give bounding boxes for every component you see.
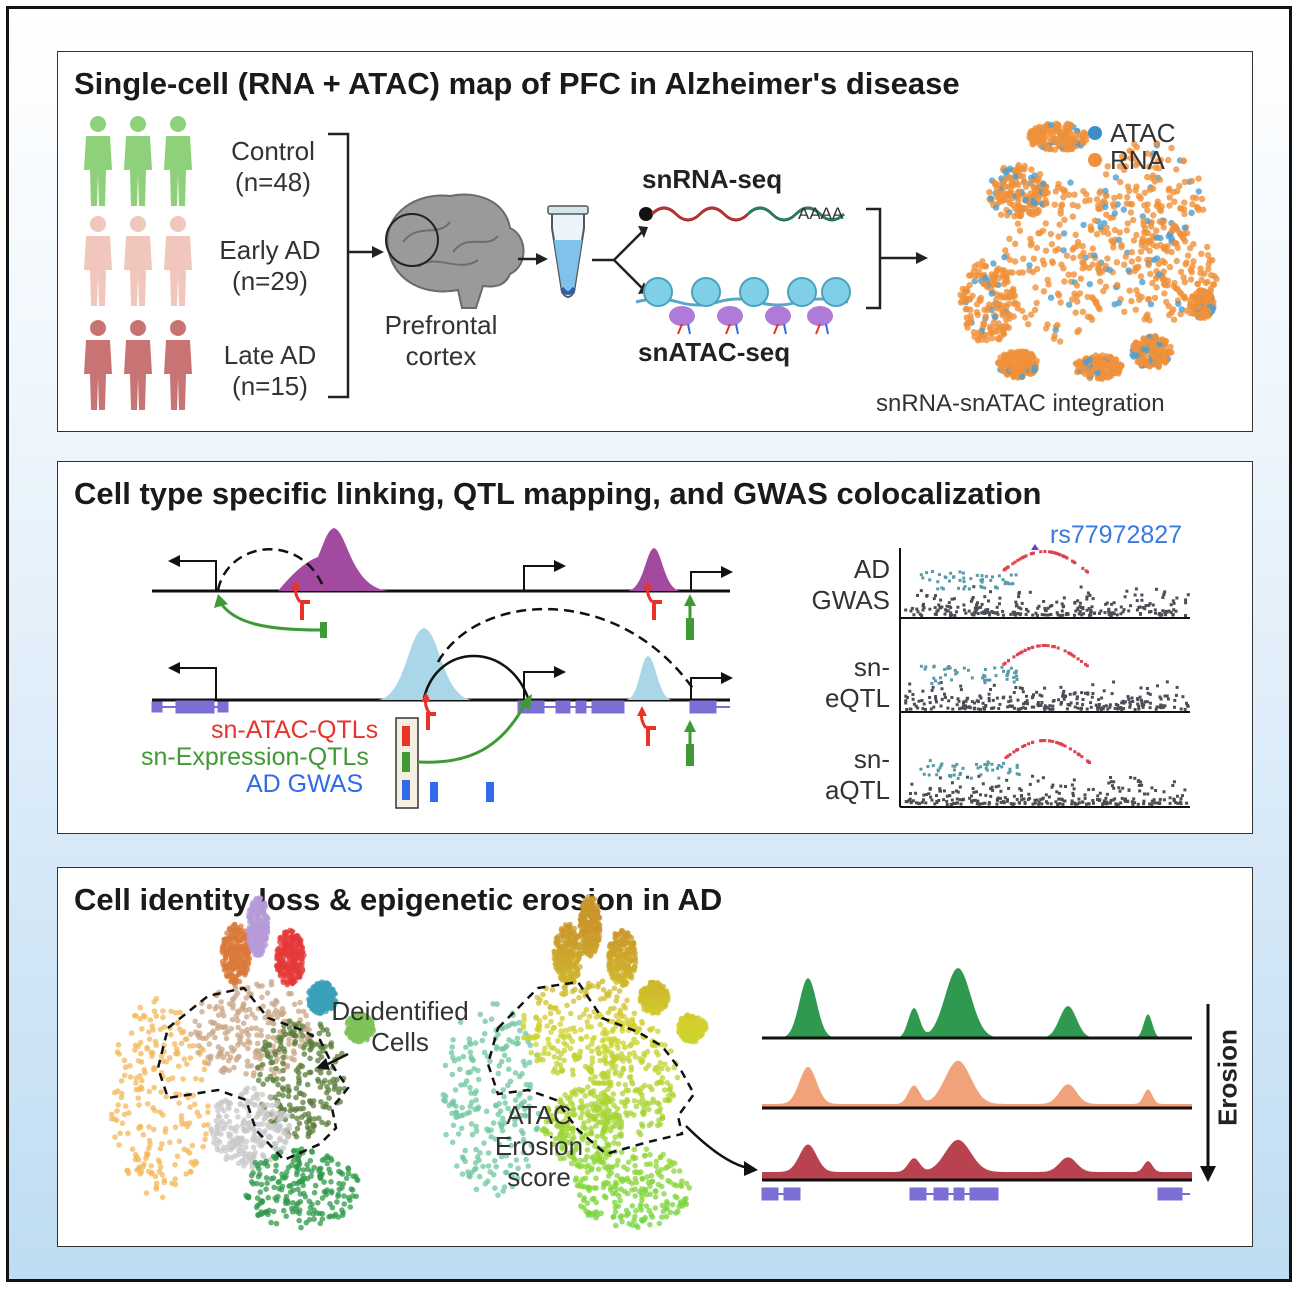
accessible-region: [807, 306, 833, 326]
snatac-seq-label: snATAC-seq: [638, 337, 791, 367]
person-icon: [164, 116, 192, 206]
erosion-axis-label: Erosion: [1212, 1029, 1243, 1126]
person-icon: [164, 320, 192, 410]
assay-bracket: [866, 207, 882, 310]
deidentified-pointer: [327, 1052, 349, 1066]
polya-tail: AAAA: [798, 204, 844, 223]
person-icon: [124, 216, 152, 306]
legend-atac-qtl: sn-ATAC-QTLs: [211, 716, 379, 744]
cohort-bracket: [328, 132, 350, 399]
panel-rna-atac-map: Single-cell (RNA + ATAC) map of PFC in A…: [57, 51, 1253, 432]
arrowhead: [372, 246, 384, 258]
mrna-molecule: [639, 206, 846, 222]
nucleosome: [787, 277, 817, 307]
gene-models: [761, 1187, 1190, 1201]
person-icon: [84, 216, 112, 306]
lead-snp-marker: [1031, 544, 1039, 550]
nucleosome: [821, 277, 851, 307]
person-icon: [124, 116, 152, 206]
late-ad-label: Late AD(n=15): [223, 340, 317, 401]
atac-track: [762, 968, 1192, 1038]
control-people-icons: [84, 116, 192, 206]
association-tracks: [899, 544, 1190, 808]
gene-models: [151, 700, 730, 714]
chromatin-nucleosomes: [635, 277, 851, 335]
ad-gwas-manhattan: [904, 550, 1190, 617]
panel3-graphics: [109, 894, 1216, 1231]
atac-track: [762, 1060, 1192, 1108]
arrowhead: [316, 1058, 330, 1070]
panel1-title: Single-cell (RNA + ATAC) map of PFC in A…: [74, 66, 960, 101]
panel2-title: Cell type specific linking, QTL mapping,…: [74, 476, 1042, 511]
figure-frame: Single-cell (RNA + ATAC) map of PFC in A…: [6, 6, 1292, 1282]
locus-diagram: [151, 528, 733, 809]
sn-aqtl-manhattan: [904, 739, 1189, 806]
person-icon: [84, 116, 112, 206]
panel-qtl-gwas: Cell type specific linking, QTL mapping,…: [57, 461, 1253, 834]
track-label-aqtl: sn-aQTL: [824, 744, 890, 805]
legend-rna-dot: [1088, 153, 1102, 167]
arrowhead: [638, 226, 648, 238]
panel2-graphics: [151, 528, 1190, 809]
sn-eqtl-manhattan: [904, 644, 1190, 711]
arrowhead: [1200, 1166, 1216, 1182]
celltype-umap: [109, 895, 377, 1231]
tube-icon: [547, 205, 589, 298]
accessible-region: [717, 306, 743, 326]
panel-erosion: Cell identity loss & epigenetic erosion …: [57, 867, 1253, 1247]
track-label-eqtl: sn-eQTL: [824, 652, 890, 713]
legend-ad-gwas: AD GWAS: [246, 770, 364, 798]
accessible-region: [765, 306, 791, 326]
arrowhead: [536, 253, 548, 265]
person-icon: [84, 320, 112, 410]
legend-atac-dot: [1088, 126, 1102, 140]
arrowhead: [744, 1161, 758, 1176]
brain-icon: [385, 193, 525, 309]
panel3-title: Cell identity loss & epigenetic erosion …: [74, 882, 723, 917]
legend-expression-qtl: sn-Expression-QTLs: [141, 743, 369, 771]
accessible-region: [669, 306, 695, 326]
integration-umap: [957, 120, 1220, 382]
atac-track: [762, 1139, 1192, 1180]
fork-arrow: [592, 231, 643, 289]
legend-atac-label: ATAC: [1110, 118, 1176, 148]
panel1-graphics: [84, 116, 1220, 410]
control-label: Control(n=48): [231, 136, 315, 197]
snp-id-label: rs77972827: [1050, 521, 1183, 549]
person-icon: [164, 216, 192, 306]
person-icon: [124, 320, 152, 410]
erosion-atac-tracks: [762, 968, 1192, 1182]
nucleosome: [643, 277, 673, 307]
arrowhead: [916, 252, 928, 264]
late-ad-people-icons: [84, 320, 192, 410]
deidentified-outline-right: [486, 980, 696, 1156]
nucleosome: [739, 277, 769, 307]
snrna-seq-label: snRNA-seq: [642, 164, 783, 194]
early-ad-people-icons: [84, 216, 192, 306]
umap-to-tracks-arrow: [685, 1125, 749, 1170]
integration-label: snRNA-snATAC integration: [876, 390, 1165, 417]
erosion-score-umap: [440, 894, 709, 1231]
legend-rna-label: RNA: [1110, 145, 1165, 175]
early-ad-label: Early AD(n=29): [219, 235, 321, 296]
nucleosome: [691, 277, 721, 307]
